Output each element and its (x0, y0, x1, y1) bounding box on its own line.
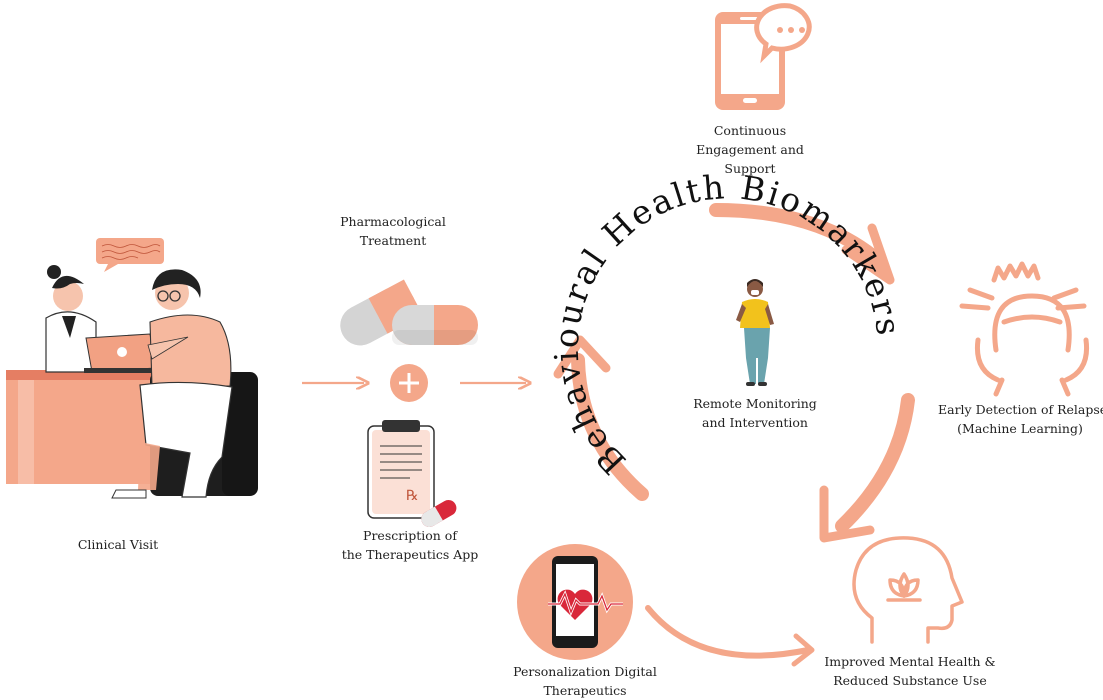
remote-line-1: Remote Monitoring (693, 396, 817, 411)
pharmacological-line-2: Treatment (359, 233, 427, 248)
doctor-patient-laptop-icon (6, 238, 258, 499)
lotus-head-icon (852, 536, 964, 644)
prescription-clipboard-icon: ℞ (367, 420, 457, 527)
relapse-line-2: (Machine Learning) (957, 421, 1083, 436)
relapse-line-1: Early Detection of Relapse (938, 402, 1103, 417)
early-detection-label: Early Detection of Relapse (Machine Lear… (938, 400, 1103, 438)
engagement-label: Continuous Engagement and Support (690, 121, 810, 178)
engagement-line-2: Engagement and (696, 142, 804, 157)
improved-line-2: Reduced Substance Use (833, 673, 987, 688)
prescription-line-1: Prescription of (363, 528, 457, 543)
prescription-label: Prescription of the Therapeutics App (330, 526, 490, 564)
pharmacological-treatment-label: Pharmacological Treatment (328, 212, 458, 250)
svg-text:℞: ℞ (406, 488, 419, 504)
personalization-line-1: Personalization Digital (513, 664, 657, 679)
stressed-head-icon (959, 261, 1090, 397)
standing-person-icon (736, 279, 774, 386)
prescription-line-2: the Therapeutics App (341, 547, 479, 562)
capsule-pills-icon (340, 279, 478, 346)
remote-monitoring-label: Remote Monitoring and Intervention (680, 394, 830, 432)
personalization-line-2: Therapeutics (543, 683, 627, 698)
remote-line-2: and Intervention (702, 415, 808, 430)
pharmacological-line-1: Pharmacological (340, 214, 446, 229)
clinical-visit-text: Clinical Visit (77, 537, 159, 552)
phone-chat-icon (715, 3, 812, 110)
improved-line-1: Improved Mental Health & (824, 654, 996, 669)
heartbeat-phone-icon (517, 544, 633, 660)
cycle-arrows (553, 203, 915, 667)
clinical-visit-label: Clinical Visit (58, 535, 178, 554)
improved-health-label: Improved Mental Health & Reduced Substan… (818, 652, 1002, 690)
plus-circle-icon (390, 364, 428, 402)
engagement-line-1: Continuous (713, 123, 787, 138)
personalization-label: Personalization Digital Therapeutics (500, 662, 670, 700)
engagement-line-3: Support (724, 161, 776, 176)
